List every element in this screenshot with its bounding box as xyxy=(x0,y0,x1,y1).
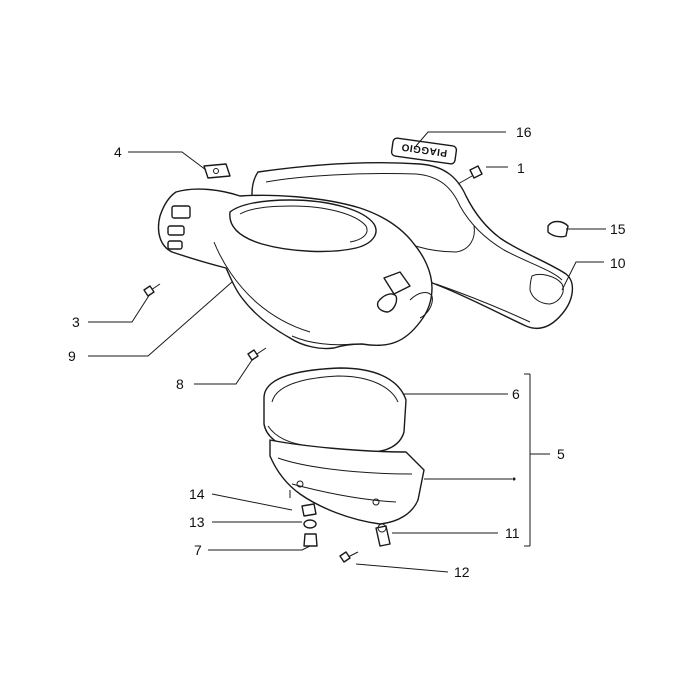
callout-14: 14 xyxy=(189,486,205,502)
callout-13: 13 xyxy=(189,514,205,530)
screw-part-1 xyxy=(457,165,483,185)
front-handlebar-cover xyxy=(157,188,433,350)
callout-16: 16 xyxy=(516,124,532,140)
callout-11: 11 xyxy=(505,525,520,541)
bulb-part-11 xyxy=(375,523,391,547)
callout-3: 3 xyxy=(72,314,80,330)
callout-6: 6 xyxy=(512,386,520,402)
screw-part-12 xyxy=(339,551,359,563)
callout-8: 8 xyxy=(176,376,184,392)
clip-nut-part-4 xyxy=(203,163,231,179)
grommet-part-7 xyxy=(303,533,318,547)
callout-numbers: 16 1 4 15 10 3 9 8 6 5 14 13 7 11 12 xyxy=(68,124,626,580)
callout-9: 9 xyxy=(68,348,76,364)
callout-15: 15 xyxy=(610,221,626,237)
leader-lines xyxy=(88,131,606,573)
callout-12: 12 xyxy=(454,564,470,580)
callout-10: 10 xyxy=(610,255,626,271)
callout-1: 1 xyxy=(517,160,525,176)
cap-part-15 xyxy=(547,220,569,238)
nut-part-14 xyxy=(301,503,317,517)
callout-7: 7 xyxy=(194,542,202,558)
piaggio-decal: PIAGGIO xyxy=(390,137,458,165)
instrument-cover xyxy=(263,367,407,453)
leader-dot xyxy=(512,477,516,481)
instrument-housing xyxy=(269,439,425,525)
screw-part-8 xyxy=(247,347,267,361)
callout-4: 4 xyxy=(114,144,122,160)
washer-part-13 xyxy=(303,519,317,529)
callout-5: 5 xyxy=(557,446,565,462)
screw-part-3 xyxy=(143,283,161,297)
